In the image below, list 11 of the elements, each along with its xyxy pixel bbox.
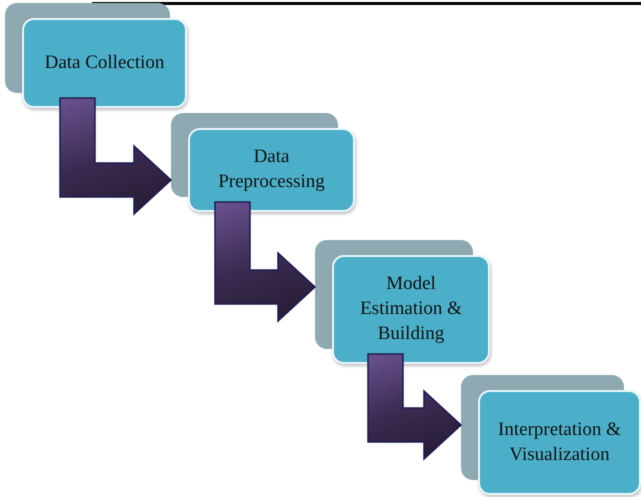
stacked-process-box (171, 113, 355, 212)
stacked-process-box (461, 375, 641, 495)
stacked-process-box (315, 240, 490, 364)
step-label: Data Preprocessing (217, 145, 326, 194)
stacked-process-box (5, 3, 187, 108)
bent-arrow (367, 353, 462, 461)
step-label: Data Collection (44, 50, 166, 75)
bent-arrow (59, 97, 172, 216)
bent-arrow (214, 201, 316, 323)
step-label: Model Estimation & Building (359, 272, 463, 346)
step-label: Interpretation & Visualization (497, 418, 622, 466)
